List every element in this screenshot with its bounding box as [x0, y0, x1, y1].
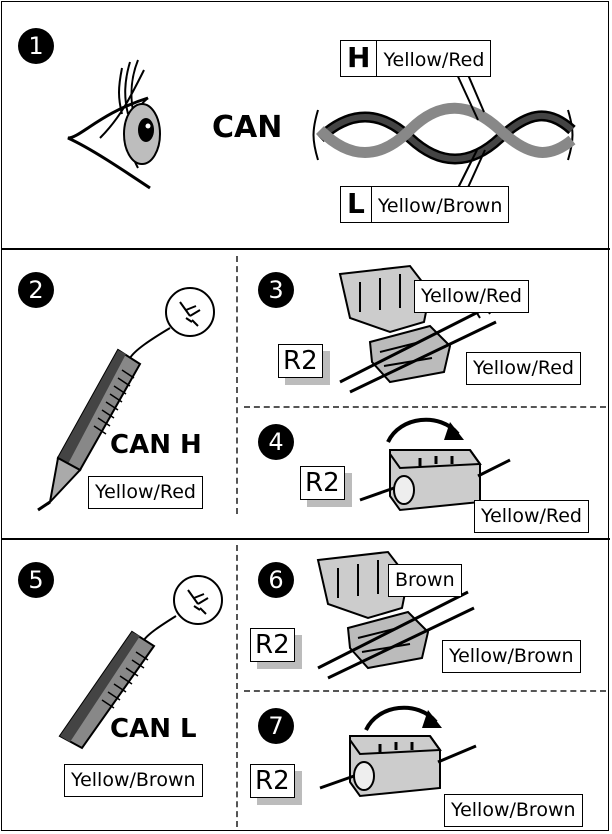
step7-r2-tag: R2: [250, 764, 295, 798]
row-divider-3: [244, 690, 606, 692]
step-4-badge: 4: [258, 424, 294, 460]
h-letter: H: [341, 41, 377, 76]
row-divider-2: [244, 406, 606, 408]
l-letter: L: [341, 187, 372, 222]
step7-wire-color: Yellow/Brown: [444, 794, 583, 827]
step4-wire-color: Yellow/Red: [474, 500, 589, 533]
step-1-badge: 1: [18, 28, 54, 64]
can-l-probe-color: Yellow/Brown: [64, 764, 203, 797]
step6-top-wire-color: Brown: [388, 564, 462, 597]
step-7-badge: 7: [258, 708, 294, 744]
step6-right-wire-color: Yellow/Brown: [442, 640, 581, 673]
h-pointer-line: [450, 70, 490, 130]
step6-r2-tag: R2: [250, 628, 295, 662]
can-h-probe-color: Yellow/Red: [88, 476, 203, 509]
can-label: CAN: [212, 110, 282, 145]
step-3-badge: 3: [258, 272, 294, 308]
l-color: Yellow/Brown: [372, 187, 509, 222]
can-l-title: CAN L: [110, 714, 197, 744]
step3-right-wire-color: Yellow/Red: [466, 352, 581, 385]
twisted-wire-pair-icon: [310, 100, 580, 170]
column-divider-3: [236, 545, 238, 827]
column-divider-2: [236, 256, 238, 514]
step3-top-wire-color: Yellow/Red: [414, 280, 529, 313]
step3-r2-tag: R2: [278, 344, 323, 378]
can-h-title: CAN H: [110, 430, 202, 460]
step-6-badge: 6: [258, 562, 294, 598]
can-h-label: H Yellow/Red: [340, 40, 491, 77]
h-color: Yellow/Red: [377, 41, 490, 76]
eye-icon: [60, 58, 170, 198]
can-l-label: L Yellow/Brown: [340, 186, 509, 223]
step4-r2-tag: R2: [300, 466, 345, 500]
section-divider-1: [2, 248, 610, 250]
section-divider-2: [2, 538, 610, 540]
